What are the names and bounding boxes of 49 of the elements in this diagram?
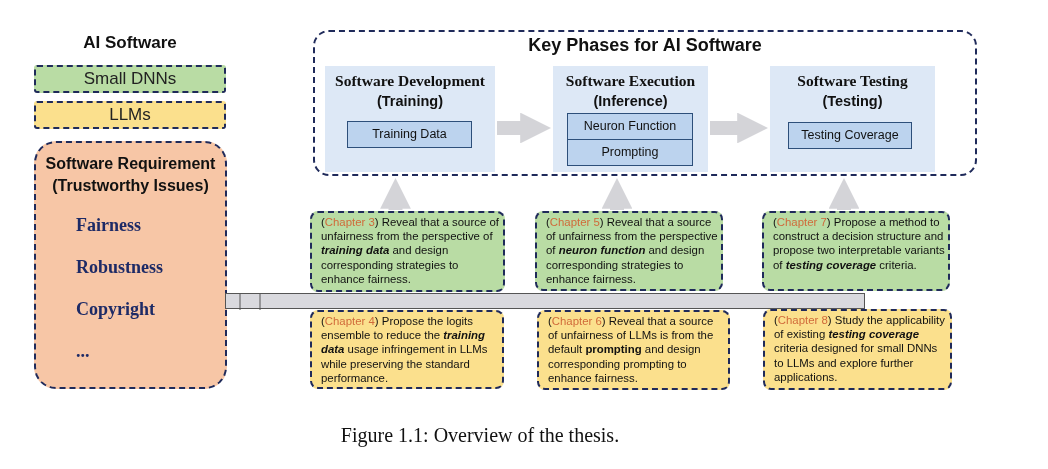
chapter-description: (Chapter 6) Reveal that a source of unfairness of LLMs is from the default prompting and design corresponding prompting to enhance fairness. [548, 314, 715, 385]
phase-item-box [347, 121, 472, 148]
figure-caption: Figure 1.1: Overview of the thesis. [339, 424, 621, 447]
issue-item: Robustness [76, 257, 165, 278]
issue-item: Copyright [76, 299, 156, 320]
block-arrow [497, 112, 551, 144]
phase-subtitle: (Training) [375, 93, 445, 109]
category-box [34, 101, 226, 129]
issue-item: ... [76, 341, 91, 362]
item-label: Neuron Function [582, 118, 678, 135]
phase-panel [325, 66, 495, 172]
panel-heading: Software Requirement (Trustworthy Issues) [44, 154, 217, 196]
category-label: Small DNNs [82, 68, 178, 90]
phase-subtitle: (Testing) [821, 93, 884, 109]
chapter-box [310, 310, 504, 389]
block-arrow [601, 178, 633, 210]
issue-item: Fairness [76, 215, 142, 236]
chapter-box [762, 211, 950, 291]
block-arrow [828, 178, 860, 210]
chapter-box [537, 310, 730, 390]
phase-item-box [567, 139, 693, 166]
item-label: Training Data [371, 126, 448, 143]
chapter-description: (Chapter 8) Study the applicability of existing testing coverage criteria designed for small DNNs to LLMs and explore further applications. [774, 313, 946, 384]
requirement-panel [34, 141, 227, 389]
phase-panel [770, 66, 935, 172]
category-box [34, 65, 226, 93]
chapter-box [763, 309, 952, 390]
chapter-box [535, 211, 723, 291]
item-label: Testing Coverage [800, 127, 900, 144]
phase-subtitle: (Inference) [592, 93, 669, 109]
phase-title: Software Development [334, 72, 486, 90]
block-arrow [710, 112, 768, 144]
phase-item-box [788, 122, 912, 149]
block-arrow [380, 178, 411, 210]
phases-panel [313, 30, 977, 176]
phase-title: Software Execution [564, 72, 697, 90]
chapter-box [310, 211, 505, 292]
section-heading: AI Software [82, 33, 178, 53]
chapter-description: (Chapter 7) Propose a method to construct a decision structure and propose two interpretable variants of testing coverage criteria. [773, 215, 945, 272]
phase-item-box [567, 113, 693, 140]
timeline-bar [225, 293, 865, 309]
phase-title: Software Testing [796, 72, 909, 90]
category-label: LLMs [108, 104, 152, 126]
item-label: Prompting [600, 144, 660, 161]
chapter-description: (Chapter 4) Propose the logits ensemble to reduce the training data usage infringement in LLMs while preserving the standard performance. [321, 314, 489, 385]
phase-panel [553, 66, 708, 172]
chapter-description: (Chapter 5) Reveal that a source of unfairness from the perspective of neuron function and design corresponding strategies to enhance fairness. [546, 215, 718, 286]
chapter-description: (Chapter 3) Reveal that a source of unfairness from the perspective of training data and design corresponding strategies to enhance fairness. [321, 215, 500, 286]
panel-title: Key Phases for AI Software [527, 35, 763, 56]
